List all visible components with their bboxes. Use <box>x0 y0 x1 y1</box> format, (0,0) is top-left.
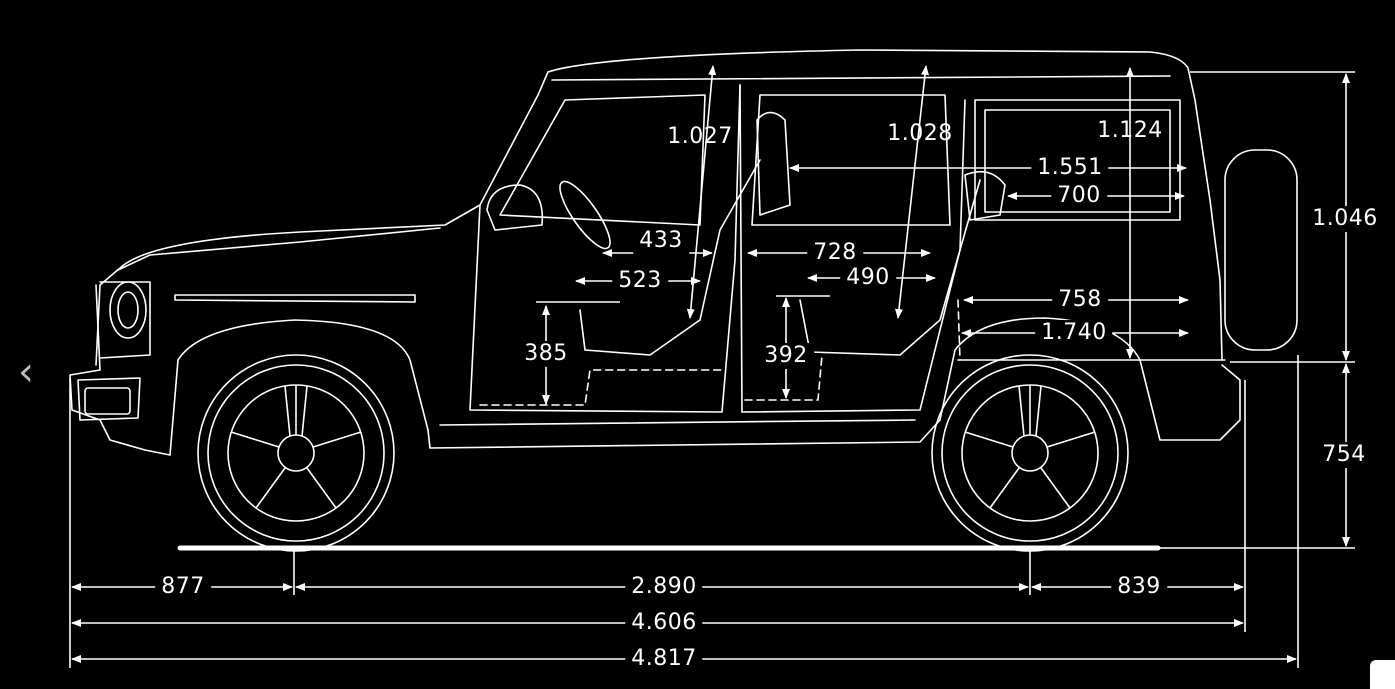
rear-headroom-label: 1.028 <box>887 121 953 146</box>
rear-overhang-label: 839 <box>1111 574 1167 600</box>
total-length-label: 4.817 <box>625 646 703 672</box>
front-seat-height-label: 385 <box>518 341 574 367</box>
front-overhang-label: 877 <box>155 574 211 600</box>
front-headroom-label: 1.027 <box>667 124 733 149</box>
front-wheel <box>197 354 395 552</box>
rear-wheel <box>931 354 1129 552</box>
rear-seat-height-label: 392 <box>758 343 814 369</box>
rear-seat-cushion-label: 490 <box>840 265 896 291</box>
roof-height-label: 1.046 <box>1306 206 1384 232</box>
cargo-window-length-label: 700 <box>1051 183 1107 209</box>
front-seat-cushion-label: 523 <box>612 268 668 294</box>
wheelbase-label: 2.890 <box>625 574 703 600</box>
vehicle-body-outline <box>69 49 1298 551</box>
cargo-floor-length-label: 758 <box>1052 287 1108 313</box>
rear-seat-depth-label: 728 <box>807 240 863 266</box>
cargo-length-upper-label: 1.551 <box>1031 155 1109 181</box>
body-length-label: 4.606 <box>625 610 703 636</box>
corner-widget <box>1370 660 1395 689</box>
cargo-max-length-label: 1.740 <box>1035 320 1113 346</box>
front-seat-depth-label: 433 <box>633 228 689 254</box>
cargo-headroom-label: 1.124 <box>1097 118 1163 143</box>
previous-image-chevron-icon[interactable]: ‹ <box>18 349 34 395</box>
floor-height-label: 754 <box>1316 442 1372 468</box>
